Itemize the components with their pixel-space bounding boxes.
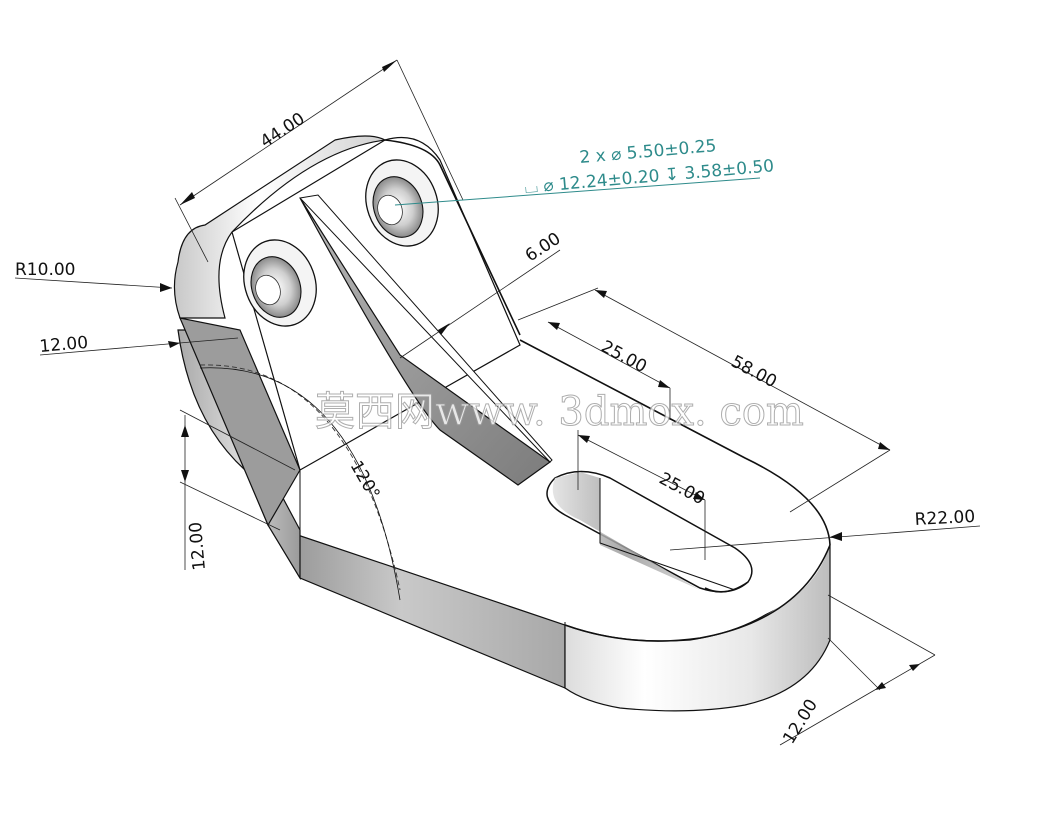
dim-12-bottom: 12.00 bbox=[779, 696, 822, 748]
incline-inner-face bbox=[231, 136, 521, 471]
rib-face bbox=[299, 197, 552, 486]
hole-callout: 2 x ⌀ 5.50±0.25 ⌴ ⌀ 12.24±0.20 ↧ 3.58±0.… bbox=[524, 136, 775, 198]
dimension-lines bbox=[14, 59, 981, 746]
rib-top bbox=[298, 194, 553, 463]
dim-12-left: 12.00 bbox=[39, 333, 89, 357]
dim-r10: R10.00 bbox=[15, 260, 75, 280]
slot-wall bbox=[552, 472, 700, 590]
part-body bbox=[173, 135, 831, 712]
dim-25-top: 25.00 bbox=[598, 337, 650, 378]
watermark: 莫西网www. 3dmox. com bbox=[315, 389, 804, 435]
dim-6: 6.00 bbox=[522, 229, 565, 266]
hole-left bbox=[243, 239, 317, 327]
incline-top-end bbox=[173, 135, 387, 319]
dim-r22: R22.00 bbox=[914, 507, 975, 530]
hole-callout-line2: ⌴ ⌀ 12.24±0.20 ↧ 3.58±0.50 bbox=[524, 156, 775, 198]
dim-44: 44.00 bbox=[257, 109, 309, 152]
dim-12-vertical: 12.00 bbox=[186, 521, 210, 571]
hole-right bbox=[365, 159, 439, 247]
dim-58: 58.00 bbox=[728, 352, 780, 393]
